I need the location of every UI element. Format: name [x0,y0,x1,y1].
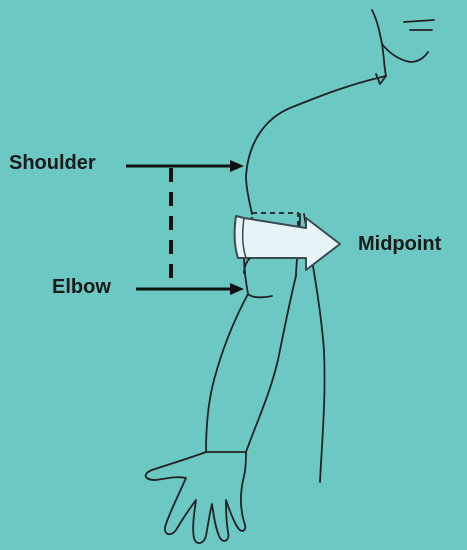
forearm-inner [246,276,296,452]
forearm-outer [206,294,248,452]
shoulder-outline [246,76,386,214]
elbow-outer [244,256,272,297]
elbow-arrowhead [230,283,244,295]
shoulder-label: Shoulder [9,153,96,173]
midpoint-label: Midpoint [358,234,441,254]
elbow-label: Elbow [52,277,111,297]
mouth-line [404,20,434,22]
shoulder-arrowhead [230,160,244,172]
hand-outline [146,452,246,543]
measuring-tape-band [235,216,340,270]
chin-outline [372,10,428,62]
